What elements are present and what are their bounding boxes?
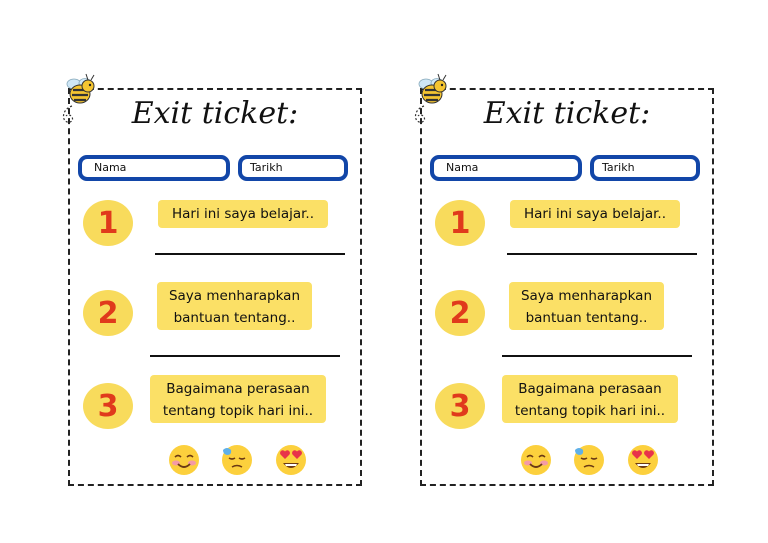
number-badge-2: 2 <box>83 290 133 336</box>
heart-eyes-face-icon[interactable] <box>275 444 307 476</box>
bee-icon <box>414 73 447 123</box>
question-2-label: Saya menharapkan bantuan tentang.. <box>157 282 312 330</box>
number-badge-2: 2 <box>435 290 485 336</box>
smiling-blushing-face-icon[interactable] <box>520 444 552 476</box>
answer-line-1[interactable] <box>507 253 697 255</box>
heart-eyes-face-icon[interactable] <box>627 444 659 476</box>
question-3-label: Bagaimana perasaan tentang topik hari in… <box>502 375 678 423</box>
smiling-blushing-face-icon[interactable] <box>168 444 200 476</box>
number-badge-1: 1 <box>435 200 485 246</box>
exit-ticket-right: Exit ticket: Nama Tarikh 1 Hari ini saya… <box>352 0 714 543</box>
exit-ticket-left: Exit ticket: Nama Tarikh 1 Hari ini saya… <box>0 0 362 543</box>
number-badge-3: 3 <box>435 383 485 429</box>
question-1-label: Hari ini saya belajar.. <box>510 200 680 228</box>
tarikh-field[interactable]: Tarikh <box>590 155 700 181</box>
question-1-label: Hari ini saya belajar.. <box>158 200 328 228</box>
number-badge-1: 1 <box>83 200 133 246</box>
answer-line-2[interactable] <box>150 355 340 357</box>
nama-field[interactable]: Nama <box>78 155 230 181</box>
downcast-face-with-sweat-icon[interactable] <box>221 444 253 476</box>
downcast-face-with-sweat-icon[interactable] <box>573 444 605 476</box>
bee-icon <box>62 73 95 123</box>
number-badge-3: 3 <box>83 383 133 429</box>
ticket-title: Exit ticket: <box>483 96 651 131</box>
ticket-title: Exit ticket: <box>131 96 299 131</box>
question-3-label: Bagaimana perasaan tentang topik hari in… <box>150 375 326 423</box>
tarikh-field[interactable]: Tarikh <box>238 155 348 181</box>
answer-line-1[interactable] <box>155 253 345 255</box>
answer-line-2[interactable] <box>502 355 692 357</box>
question-2-label: Saya menharapkan bantuan tentang.. <box>509 282 664 330</box>
nama-field[interactable]: Nama <box>430 155 582 181</box>
